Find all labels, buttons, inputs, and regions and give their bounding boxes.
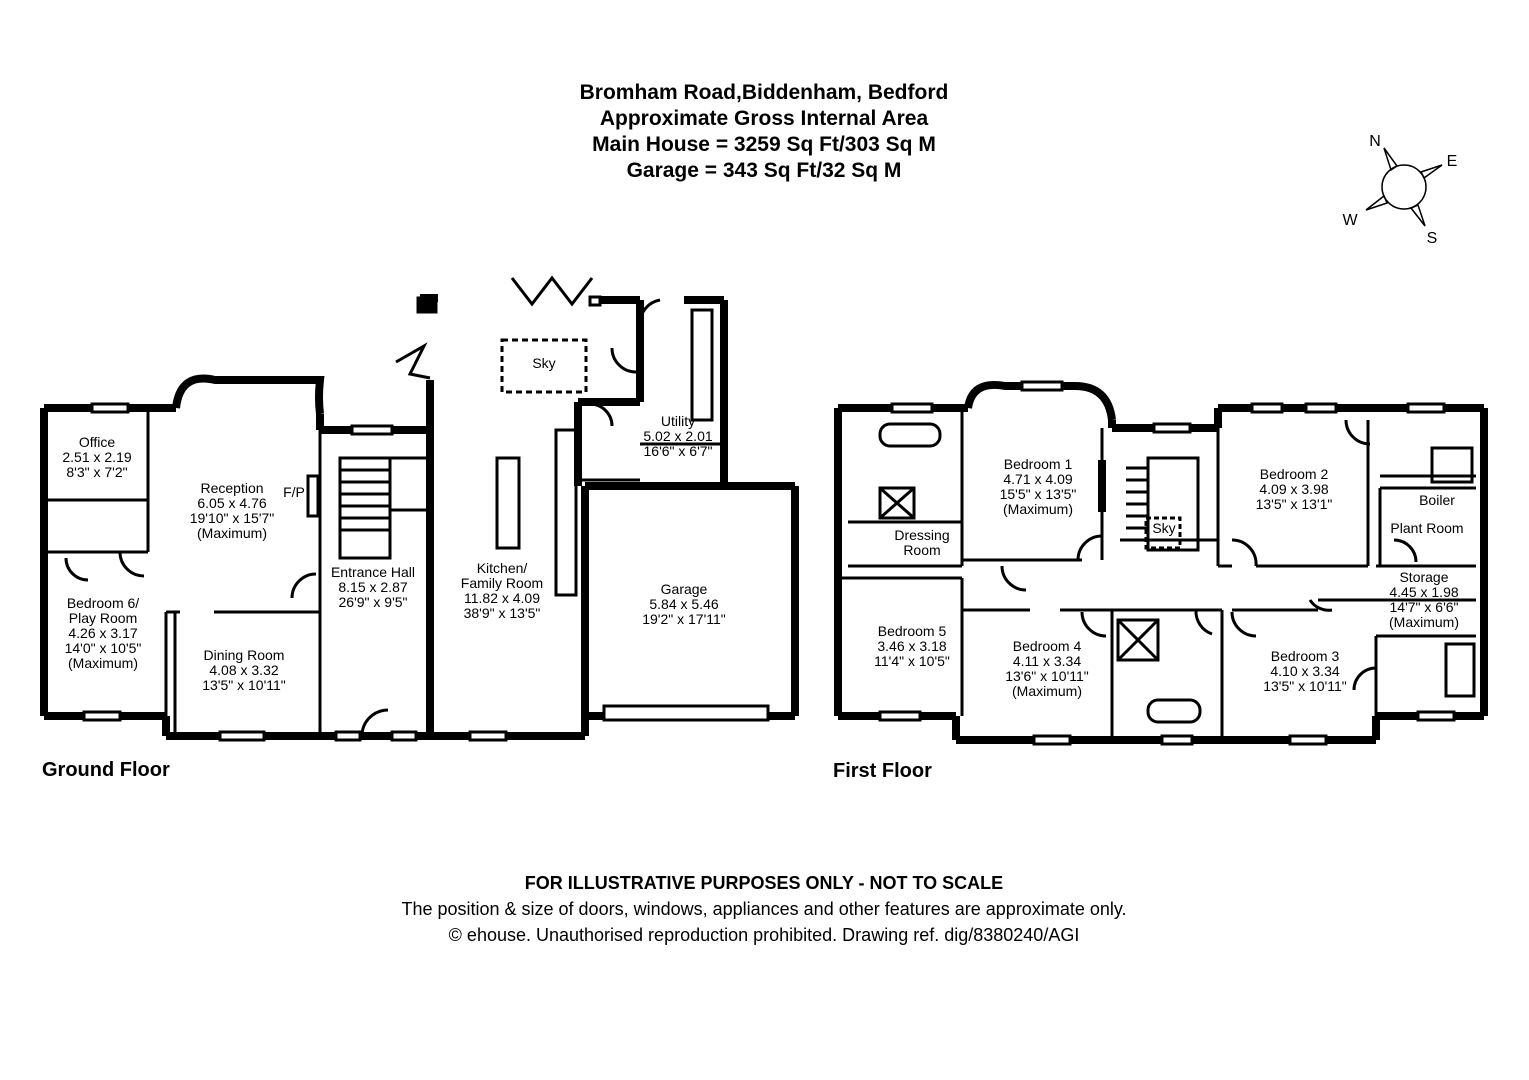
room-label-line: Kitchen/ [477, 560, 528, 576]
disclaimer-text: FOR ILLUSTRATIVE PURPOSES ONLY - NOT TO … [524, 873, 1004, 893]
room-label-line: Family Room [461, 575, 543, 591]
room-label-line: 14'7" x 6'6" [1390, 599, 1459, 615]
room-label-line: Bedroom 6/ [67, 595, 139, 611]
room-label-line: Garage [661, 581, 708, 597]
room-label-line: Play Room [69, 610, 137, 626]
approximation-note: The position & size of doors, windows, a… [401, 899, 1127, 919]
room-label-line: (Maximum) [197, 525, 267, 541]
room-label-line: Dining Room [204, 647, 285, 663]
room-label-line: 11'4" x 10'5" [874, 653, 950, 669]
compass-east: E [1447, 153, 1458, 170]
property-title: Bromham Road,Biddenham, Bedford [579, 81, 949, 104]
room-label-line: 19'10" x 15'7" [190, 510, 275, 526]
room-label-line: Sky [532, 355, 555, 371]
room-label-line: Office [79, 434, 116, 450]
room-label-line: Bedroom 3 [1271, 648, 1340, 664]
room-label-line: Reception [200, 480, 263, 496]
room-label-line: 13'6" x 10'11" [1005, 668, 1089, 684]
ground-floor-partitions [44, 275, 770, 742]
room-label-line: Boiler [1419, 492, 1455, 508]
room-label-line: 5.84 x 5.46 [649, 596, 718, 612]
ground-floor-label: Ground Floor [42, 759, 170, 781]
plan-footer: FOR ILLUSTRATIVE PURPOSES ONLY - NOT TO … [264, 870, 1264, 948]
room-label-line: 3.46 x 3.18 [877, 638, 946, 654]
room-label-line: Room [903, 542, 940, 558]
room-label-line: Utility [661, 413, 695, 429]
first-floor-label: First Floor [833, 760, 932, 782]
room-label-line: 4.10 x 3.34 [1270, 663, 1339, 679]
room-label-line: (Maximum) [68, 655, 138, 671]
room-label-line: 26'9" x 9'5" [339, 594, 408, 610]
room-label-line: 13'5" x 13'1" [1256, 496, 1333, 512]
room-label-line: 2.51 x 2.19 [62, 449, 131, 465]
room-label-line: 38'9" x 13'5" [464, 605, 541, 621]
room-label-line: 19'2" x 17'11" [642, 611, 726, 627]
room-label-line: F/P [283, 484, 305, 500]
room-label-line: 8'3" x 7'2" [66, 464, 127, 480]
room-label-line: 13'5" x 10'11" [202, 677, 286, 693]
room-label-plant: Plant Room [1390, 520, 1463, 536]
room-label-fp: F/P [283, 484, 305, 500]
room-label-line: 4.71 x 4.09 [1003, 471, 1072, 487]
room-label-sky1: Sky [532, 355, 555, 371]
room-label-line: (Maximum) [1003, 501, 1073, 517]
main-house-area: Main House = 3259 Sq Ft/303 Sq M [592, 133, 936, 156]
ground-floor-walls [40, 294, 799, 740]
compass-west: W [1342, 212, 1358, 229]
room-label-line: 11.82 x 4.09 [464, 590, 540, 606]
room-label-line: Bedroom 4 [1013, 638, 1082, 654]
room-label-line: 5.02 x 2.01 [643, 428, 712, 444]
first-floor-walls [834, 381, 1488, 744]
room-label-line: 4.45 x 1.98 [1389, 584, 1458, 600]
compass-north: N [1369, 133, 1381, 150]
compass-south: S [1427, 230, 1438, 247]
room-label-line: 13'5" x 10'11" [1263, 678, 1347, 694]
room-label-line: Bedroom 2 [1260, 466, 1329, 482]
room-label-boiler: Boiler [1419, 492, 1455, 508]
area-subtitle: Approximate Gross Internal Area [599, 107, 929, 130]
room-label-line: 14'0" x 10'5" [65, 640, 142, 656]
room-label-line: 16'6" x 6'7" [644, 443, 713, 459]
first-floor-partitions [838, 380, 1476, 746]
room-label-line: 4.09 x 3.98 [1259, 481, 1328, 497]
room-label-line: 8.15 x 2.87 [338, 579, 407, 595]
room-label-line: 6.05 x 4.76 [197, 495, 266, 511]
room-label-line: Bedroom 5 [878, 623, 947, 639]
room-label-line: Bedroom 1 [1004, 456, 1073, 472]
room-label-line: 4.11 x 3.34 [1013, 653, 1081, 669]
room-label-line: Dressing [894, 527, 949, 543]
copyright-text: © ehouse. Unauthorised reproduction proh… [448, 925, 1080, 945]
garage-area: Garage = 343 Sq Ft/32 Sq M [626, 159, 902, 182]
room-label-line: (Maximum) [1389, 614, 1459, 630]
room-label-line: Sky [1152, 520, 1175, 536]
room-label-line: Storage [1399, 569, 1448, 585]
room-label-line: Entrance Hall [331, 564, 415, 580]
room-label-line: (Maximum) [1012, 683, 1082, 699]
room-label-line: 4.08 x 3.32 [209, 662, 278, 678]
plan-header: Bromham Road,Biddenham, Bedford Approxim… [464, 80, 1064, 184]
room-label-line: 15'5" x 13'5" [1000, 486, 1077, 502]
room-label-sky2: Sky [1152, 520, 1175, 536]
room-label-line: Plant Room [1390, 520, 1463, 536]
room-label-line: 4.26 x 3.17 [68, 625, 137, 641]
compass-rose-icon [1365, 147, 1443, 227]
